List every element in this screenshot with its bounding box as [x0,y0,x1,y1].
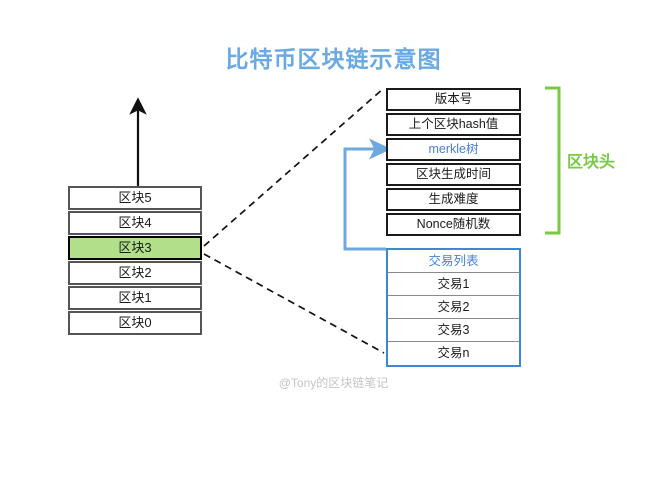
block-header-bracket [545,86,561,235]
blockchain-stack: 区块5 区块4 区块3 区块2 区块1 区块0 [68,186,202,336]
block-header-row-timestamp: 区块生成时间 [386,163,521,186]
merkle-tx-connector [343,138,392,251]
transaction-row: 交易1 [388,273,519,296]
transaction-list-header: 交易列表 [388,250,519,273]
transaction-list-panel: 交易列表 交易1 交易2 交易3 交易n [386,248,521,367]
block-header-panel: 版本号 上个区块hash值 merkle树 区块生成时间 生成难度 Nonce随… [386,88,521,238]
block-header-row-nonce: Nonce随机数 [386,213,521,236]
page-title: 比特币区块链示意图 [225,46,442,72]
chain-block[interactable]: 区块2 [68,261,202,285]
block-header-row-merkle: merkle树 [386,138,521,161]
watermark: @Tony的区块链笔记 [278,376,389,390]
transaction-row: 交易2 [388,296,519,319]
chain-block[interactable]: 区块5 [68,186,202,210]
block-header-row-version: 版本号 [386,88,521,111]
chain-block[interactable]: 区块4 [68,211,202,235]
block-header-row-difficulty: 生成难度 [386,188,521,211]
transaction-row: 交易n [437,346,470,360]
block-header-bracket-label: 区块头 [567,154,616,171]
chain-block-selected[interactable]: 区块3 [68,236,202,260]
block-header-row-prev-hash: 上个区块hash值 [386,113,521,136]
chain-block[interactable]: 区块0 [68,311,202,335]
expansion-lines [203,87,385,354]
transaction-row: 交易3 [388,319,519,342]
chain-block[interactable]: 区块1 [68,286,202,310]
